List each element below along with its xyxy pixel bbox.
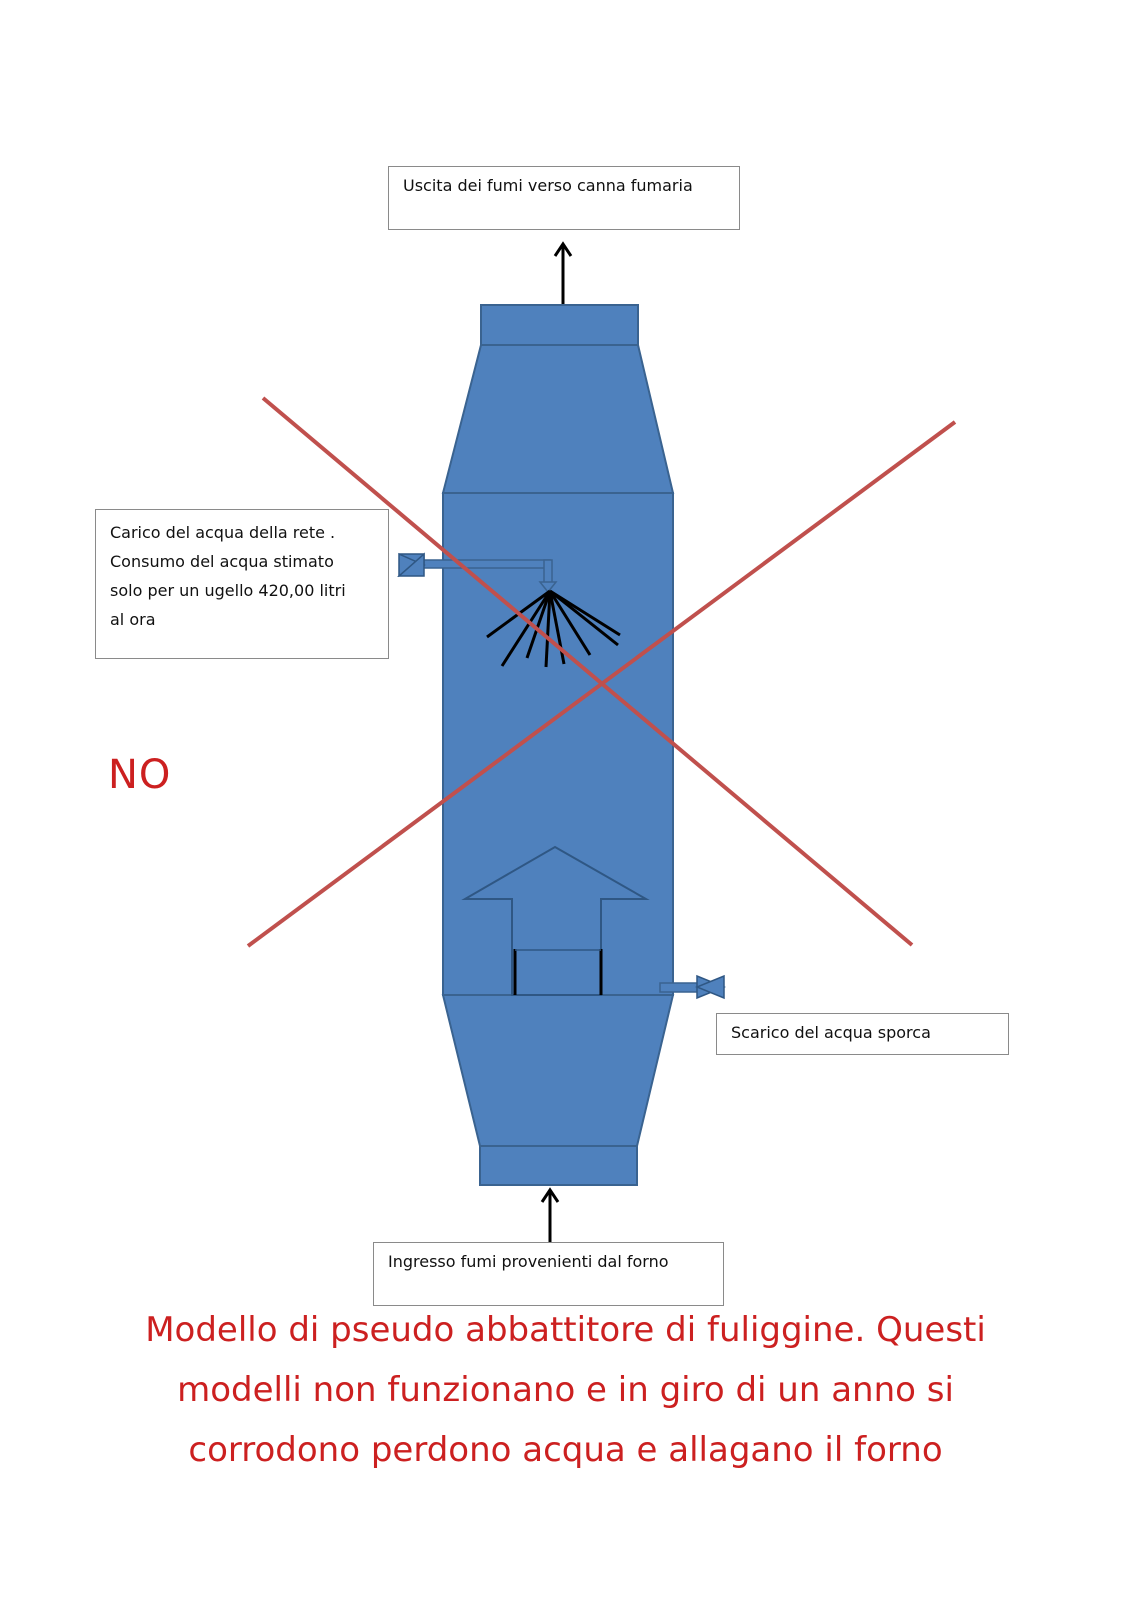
- drain-label: Scarico del acqua sporca: [731, 1023, 931, 1042]
- inlet-label-line-4: al ora: [110, 610, 156, 629]
- bottom-collar: [479, 1145, 638, 1186]
- inlet-label-line-2: Consumo del acqua stimato: [110, 552, 334, 571]
- inlet-label-line-3: solo per un ugello 420,00 litri: [110, 581, 346, 600]
- drain-pipe: [659, 982, 703, 993]
- smoke-inlet-arrow: [540, 1187, 560, 1242]
- top-collar: [480, 304, 639, 346]
- upper-cone: [441, 344, 675, 494]
- red-cross-mark: [246, 396, 957, 948]
- exit-label-box: Uscita dei fumi verso canna fumaria: [388, 166, 740, 230]
- exit-arrow: [553, 241, 573, 305]
- smoke-inlet-label-box: Ingresso fumi provenienti dal forno: [373, 1242, 724, 1306]
- lower-cone: [441, 994, 675, 1147]
- caption-line-3: corrodono perdono acqua e allagano il fo…: [188, 1430, 943, 1470]
- caption-line-2: modelli non funzionano e in giro di un a…: [177, 1370, 954, 1410]
- inlet-label-line-1: Carico del acqua della rete .: [110, 523, 336, 542]
- water-inlet-label-box: Carico del acqua della rete . Consumo de…: [95, 509, 389, 659]
- caption-line-1: Modello di pseudo abbattitore di fuliggi…: [145, 1310, 986, 1350]
- inlet-valve-icon: [397, 552, 426, 578]
- drain-label-box: Scarico del acqua sporca: [716, 1013, 1009, 1055]
- exit-label: Uscita dei fumi verso canna fumaria: [403, 176, 693, 195]
- verdict-no: NO: [108, 752, 172, 798]
- drain-valve-icon: [695, 974, 726, 1000]
- caption: Modello di pseudo abbattitore di fuliggi…: [60, 1300, 1071, 1480]
- grid-support: [513, 949, 603, 995]
- smoke-inlet-label: Ingresso fumi provenienti dal forno: [388, 1252, 669, 1271]
